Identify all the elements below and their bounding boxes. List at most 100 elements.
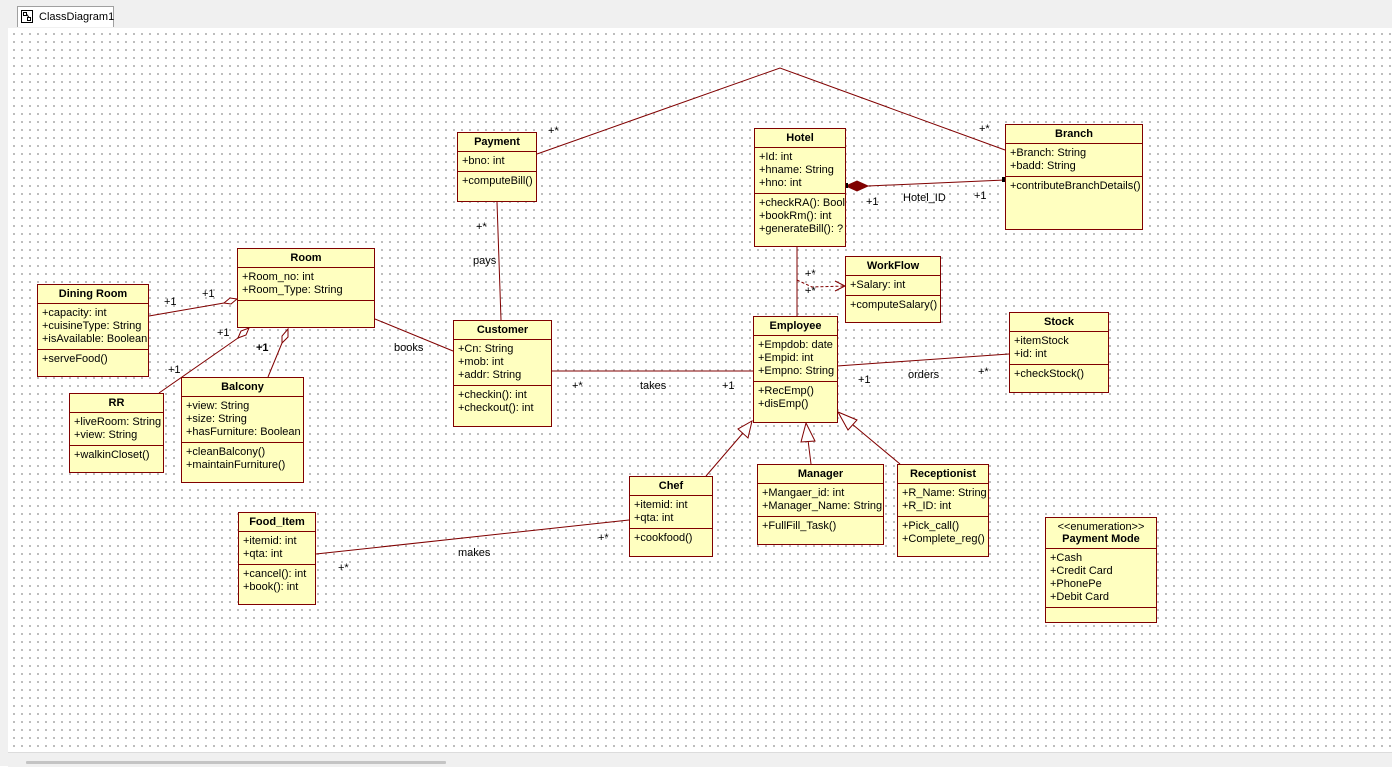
attribute: +Room_no: int xyxy=(242,271,314,283)
class-name: Customer xyxy=(454,321,551,340)
attributes: +itemid: int +qta: int xyxy=(630,496,712,529)
operation: +Pick_call() xyxy=(902,520,960,532)
class-name: WorkFlow xyxy=(846,257,940,276)
attributes: +Cn: String +mob: int +addr: String xyxy=(454,340,551,386)
class-stock[interactable]: Stock +itemStock +id: int +checkStock() xyxy=(1009,312,1109,393)
attribute: +hno: int xyxy=(759,177,802,189)
attribute: +itemid: int xyxy=(634,499,688,511)
employee-takes-multiplicity: +1 xyxy=(722,380,735,392)
operation: +contributeBranchDetails() xyxy=(1010,180,1141,192)
attributes: +bno: int xyxy=(458,152,536,172)
room-dining-multiplicity: +1 xyxy=(202,288,215,300)
class-name: Chef xyxy=(630,477,712,496)
class-chef[interactable]: Chef +itemid: int +qta: int +cookfood() xyxy=(629,476,713,557)
room-balcony-multiplicity: +1 xyxy=(256,342,269,354)
receptionist-generalization xyxy=(851,423,901,465)
manager-generalization xyxy=(807,439,812,465)
operations: +cookfood() xyxy=(630,529,712,548)
operation: +checkRA(): Bool xyxy=(759,197,845,209)
operations xyxy=(238,301,374,320)
enum-header: <<enumeration>> Payment Mode xyxy=(1046,518,1156,549)
operation: +Complete_reg() xyxy=(902,533,985,545)
class-balcony[interactable]: Balcony +view: String +size: String +has… xyxy=(181,377,304,483)
attribute: +Id: int xyxy=(759,151,793,163)
class-payment[interactable]: Payment +bno: int +computeBill() xyxy=(457,132,537,202)
class-dining-room[interactable]: Dining Room +capacity: int +cuisineType:… xyxy=(37,284,149,377)
operations: +cancel(): int +book(): int xyxy=(239,565,315,597)
class-branch[interactable]: Branch +Branch: String +badd: String +co… xyxy=(1005,124,1143,230)
class-name: Hotel xyxy=(755,129,845,148)
operations: +RecEmp() +disEmp() xyxy=(754,382,837,414)
class-name: Balcony xyxy=(182,378,303,397)
attributes: +view: String +size: String +hasFurnitur… xyxy=(182,397,303,443)
operation: +walkinCloset() xyxy=(74,449,150,461)
operation: +maintainFurniture() xyxy=(186,459,286,471)
operation: +checkin(): int xyxy=(458,389,527,401)
tab-classdiagram1[interactable]: ClassDiagram1 xyxy=(17,6,114,27)
dining-multiplicity: +1 xyxy=(164,296,177,308)
operation: +FullFill_Task() xyxy=(762,520,837,532)
attribute: +Salary: int xyxy=(850,279,906,291)
attribute: +isAvailable: Boolean xyxy=(42,333,148,345)
attribute: +Room_Type: String xyxy=(242,284,343,296)
aggregation-diamond xyxy=(222,297,239,305)
tab-label: ClassDiagram1 xyxy=(39,11,115,23)
class-customer[interactable]: Customer +Cn: String +mob: int +addr: St… xyxy=(453,320,552,427)
operation: +RecEmp() xyxy=(758,385,814,397)
attributes: +itemid: int +qta: int xyxy=(239,532,315,565)
operations: +computeBill() xyxy=(458,172,536,191)
operations: +Pick_call() +Complete_reg() xyxy=(898,517,988,549)
aggregation-diamond xyxy=(237,327,250,339)
class-hotel[interactable]: Hotel +Id: int +hname: String +hno: int … xyxy=(754,128,846,247)
room-rr-multiplicity: +1 xyxy=(217,327,230,339)
operation xyxy=(1050,611,1152,624)
operations: +contributeBranchDetails() xyxy=(1006,177,1142,196)
operation xyxy=(242,304,370,317)
attributes: +Room_no: int +Room_Type: String xyxy=(238,268,374,301)
enum-literal: +PhonePe xyxy=(1050,578,1102,590)
class-food-item[interactable]: Food_Item +itemid: int +qta: int +cancel… xyxy=(238,512,316,605)
attribute: +cuisineType: String xyxy=(42,320,142,332)
attribute: +R_Name: String xyxy=(902,487,987,499)
class-room[interactable]: Room +Room_no: int +Room_Type: String xyxy=(237,248,375,328)
chef-generalization xyxy=(705,432,744,477)
class-name: Food_Item xyxy=(239,513,315,532)
fooditem-multiplicity: +* xyxy=(338,562,349,574)
generalization-arrow xyxy=(836,410,858,431)
class-name: Room xyxy=(238,249,374,268)
class-receptionist[interactable]: Receptionist +R_Name: String +R_ID: int … xyxy=(897,464,989,557)
hotel-branch-composition xyxy=(867,179,1006,187)
class-name: Manager xyxy=(758,465,883,484)
horizontal-scrollbar[interactable] xyxy=(8,752,1392,767)
attributes: +itemStock +id: int xyxy=(1010,332,1108,365)
attribute: +Manager_Name: String xyxy=(762,500,883,512)
operations: +walkinCloset() xyxy=(70,446,163,465)
attribute: +Mangaer_id: int xyxy=(762,487,845,499)
attribute: +hname: String xyxy=(759,164,834,176)
enum-payment-mode[interactable]: <<enumeration>> Payment Mode +Cash +Cred… xyxy=(1045,517,1157,623)
attribute: +id: int xyxy=(1014,348,1047,360)
class-workflow[interactable]: WorkFlow +Salary: int +computeSalary() xyxy=(845,256,941,323)
operations: +checkRA(): Bool +bookRm(): int +generat… xyxy=(755,194,845,239)
operation: +cookfood() xyxy=(634,532,693,544)
attribute: +capacity: int xyxy=(42,307,107,319)
class-rr[interactable]: RR +liveRoom: String +view: String +walk… xyxy=(69,393,164,473)
class-manager[interactable]: Manager +Mangaer_id: int +Manager_Name: … xyxy=(757,464,884,545)
scrollbar-thumb[interactable] xyxy=(26,761,446,764)
balcony-room-aggregation xyxy=(267,342,283,378)
generalization-arrow xyxy=(800,421,816,443)
operations xyxy=(1046,608,1156,627)
payment-customer-link xyxy=(496,201,502,321)
attribute: +Branch: String xyxy=(1010,147,1087,159)
attributes: +Empdob: date +Empid: int +Empno: String xyxy=(754,336,837,382)
operations: +serveFood() xyxy=(38,350,148,369)
fooditem-chef-makes xyxy=(315,519,630,555)
customer-takes-multiplicity: +* xyxy=(572,380,583,392)
employee-stock-orders xyxy=(836,353,1010,367)
generalization-arrow xyxy=(737,419,753,439)
attribute: +itemStock xyxy=(1014,335,1069,347)
branch-anchor xyxy=(1002,177,1007,182)
class-employee[interactable]: Employee +Empdob: date +Empid: int +Empn… xyxy=(753,316,838,423)
attribute: +hasFurniture: Boolean xyxy=(186,426,301,438)
